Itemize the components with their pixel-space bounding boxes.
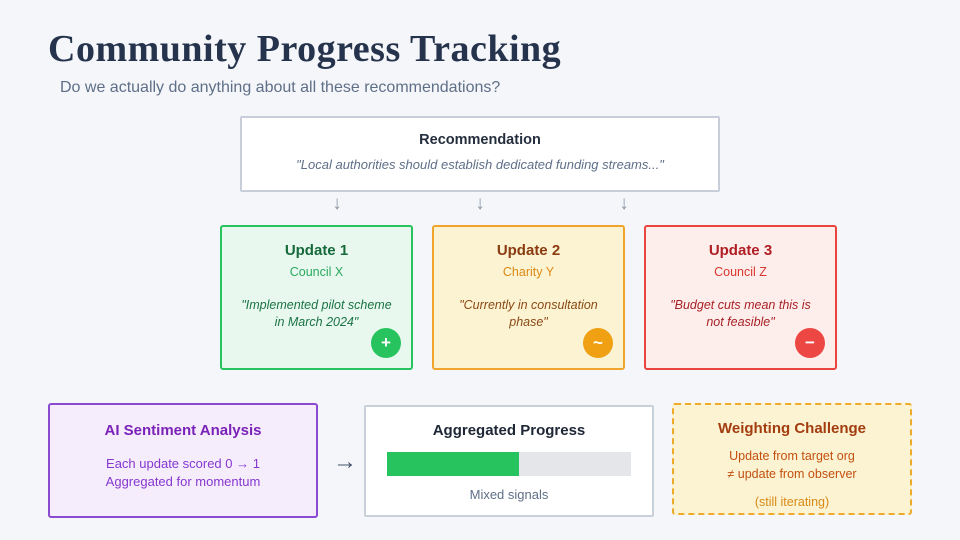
update-title: Update 1 [284,242,349,259]
update-quote: "Implemented pilot scheme in March 2024" [241,298,392,329]
update-card-2: Update 2 Charity Y "Currently in consult… [432,225,625,370]
down-arrow-icon: ↓ [619,193,629,214]
recommendation-title: Recommendation [419,132,541,148]
update-title: Update 3 [708,242,773,259]
tilde-status-icon: ~ [583,328,613,358]
ai-sentiment-box: AI Sentiment Analysis Each update scored… [48,403,318,518]
down-arrow-icon: ↓ [332,193,342,214]
progress-bar-fill [387,452,519,476]
aggregated-progress-box: Aggregated Progress Mixed signals [364,405,654,517]
recommendation-box: Recommendation "Local authorities should… [240,116,720,192]
update-title: Update 2 [496,242,561,259]
plus-status-icon: + [371,328,401,358]
weighting-line2: ≠ update from observer [727,467,857,482]
update-quote: "Currently in consultation phase" [459,298,598,329]
weighting-line1: Update from target org [729,449,855,463]
weighting-challenge-box: Weighting Challenge Update from target o… [672,403,912,515]
update-org: Charity Y [502,265,555,279]
down-arrow-icon: ↓ [475,193,485,214]
update-quote: "Budget cuts mean this is not feasible" [670,298,811,329]
page-subtitle: Do we actually do anything about all the… [60,79,501,96]
update-org: Council Z [714,265,767,279]
recommendation-quote: "Local authorities should establish dedi… [296,157,664,172]
aggregated-progress-title: Aggregated Progress [432,422,586,439]
update-card-1: Update 1 Council X "Implemented pilot sc… [220,225,413,370]
ai-sentiment-line2: Aggregated for momentum [105,474,261,490]
minus-status-icon: − [795,328,825,358]
progress-caption: Mixed signals [469,487,549,502]
ai-sentiment-title: AI Sentiment Analysis [104,422,262,439]
page-title: Community Progress Tracking [48,28,562,70]
weighting-note: (still iterating) [754,495,830,510]
update-org: Council X [289,265,344,279]
weighting-title: Weighting Challenge [717,420,867,437]
update-card-3: Update 3 Council Z "Budget cuts mean thi… [644,225,837,370]
progress-bar-track [387,452,631,476]
ai-sentiment-line1: Each update scored 0 → 1 [106,456,260,471]
right-arrow-icon: → [333,448,357,475]
